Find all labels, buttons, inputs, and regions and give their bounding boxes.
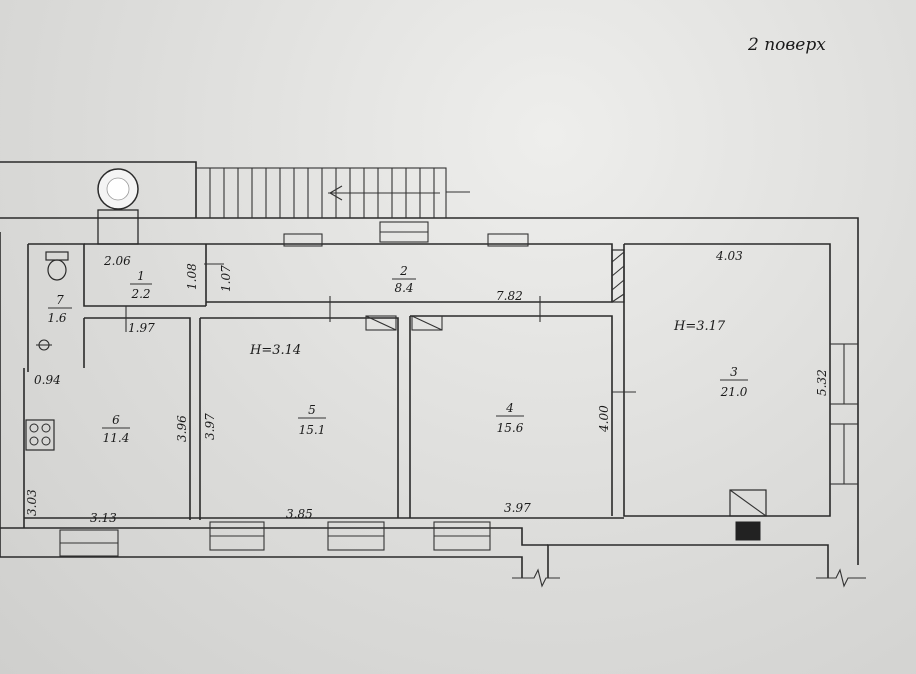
room-5-number: 5 [308,403,316,417]
interior-walls [23,221,866,588]
outer-walls [0,161,859,578]
dim-3-97-horizontal: 3.97 [504,501,531,515]
door-triangles [365,315,443,331]
dim-3-96: 3.96 [175,415,189,442]
room-labels: 1 2.2 2 8.4 3 21.0 4 15.6 5 15.1 6 11.4 … [47,264,748,445]
dimension-labels: 2.06 1.08 1.07 7.82 4.03 1.97 0.94 3.96 … [25,249,829,525]
room-3-area: 21.0 [720,385,748,399]
dim-2-06: 2.06 [103,254,131,268]
room-5-area: 15.1 [299,423,326,437]
dim-5-32: 5.32 [815,369,829,396]
room-2-area: 8.4 [394,281,413,295]
room-2-number: 2 [399,264,408,278]
dim-3-97-vertical: 3.97 [203,413,217,440]
room-1-area: 2.2 [130,287,150,301]
dim-7-82: 7.82 [496,289,523,303]
stove-icon [25,419,55,451]
dim-1-08: 1.08 [185,263,199,290]
room-6-area: 11.4 [103,431,130,445]
room-7-area: 1.6 [47,311,66,325]
dim-0-94: 0.94 [34,373,61,387]
room-3-number: 3 [730,365,738,379]
sink-icon [36,339,52,351]
room-7-number: 7 [56,293,64,307]
dim-1-07: 1.07 [219,265,233,292]
floor-title: 2 поверх [747,35,826,55]
dim-4-00: 4.00 [597,405,611,433]
staircase [195,167,470,219]
room-6-number: 6 [112,413,120,427]
dim-4-03: 4.03 [715,249,743,263]
toilet-icon [45,251,69,281]
dim-1-97: 1.97 [128,321,155,335]
heater-icon [729,489,767,541]
dim-3-85: 3.85 [286,507,313,521]
dim-3-03: 3.03 [25,489,39,516]
height-label-left: H=3.14 [249,343,301,358]
height-label-right: H=3.17 [673,319,726,334]
room-1-number: 1 [137,269,145,283]
dim-3-13: 3.13 [90,511,117,525]
room-4-area: 15.6 [497,421,524,435]
room-4-number: 4 [505,401,514,415]
round-stove-icon [97,168,139,245]
